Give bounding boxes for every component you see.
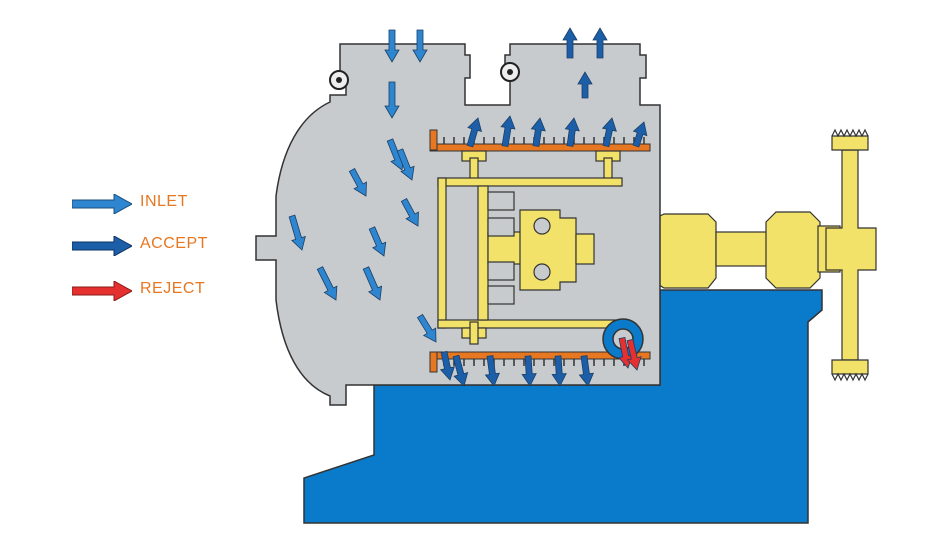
inlet-flow-arrow [396,148,415,181]
legend-accept-label: ACCEPT [140,235,208,252]
inlet-flow-arrow [384,29,400,63]
accept-flow-arrow [592,27,608,59]
inlet-flow-arrow [288,214,306,251]
inlet-flow-arrow [412,29,428,63]
reject-flow-arrow [626,338,642,371]
screen-housing [255,43,661,406]
pressure-gauge-icon [500,62,520,82]
accept-flow-arrow [452,354,469,387]
accept-flow-arrow [601,117,617,148]
accept-flow-arrow [551,355,567,387]
accept-flow-arrow [500,115,516,147]
accept-flow-arrow [530,117,546,147]
legend-reject-label: REJECT [140,280,206,297]
rotor [437,150,623,345]
reject-arrow-icon [72,281,132,301]
accept-flow-arrow [562,27,578,59]
inlet-flow-arrow [362,266,383,301]
legend-inlet-label: INLET [140,193,188,210]
accept-flow-arrow [439,350,455,381]
inlet-flow-arrow [348,168,367,197]
screen-basket [429,129,651,373]
inlet-flow-arrow [368,226,387,257]
accept-arrow-icon [72,236,132,256]
inlet-flow-arrow [384,81,400,119]
accept-flow-arrow [521,355,537,387]
accept-flow-arrow [578,355,594,387]
accept-flow-arrow [466,117,482,148]
accept-flow-arrow [632,121,648,148]
inlet-arrow-icon [72,194,132,214]
inlet-flow-arrow [416,313,437,343]
accept-flow-arrow [564,117,580,147]
pressure-gauge-icon [329,70,349,90]
rotor-bearings [487,191,551,305]
accept-flow-arrow [577,71,593,99]
accept-flow-arrow [484,355,500,387]
inlet-flow-arrow [316,266,338,301]
inlet-flow-arrow [400,198,419,227]
